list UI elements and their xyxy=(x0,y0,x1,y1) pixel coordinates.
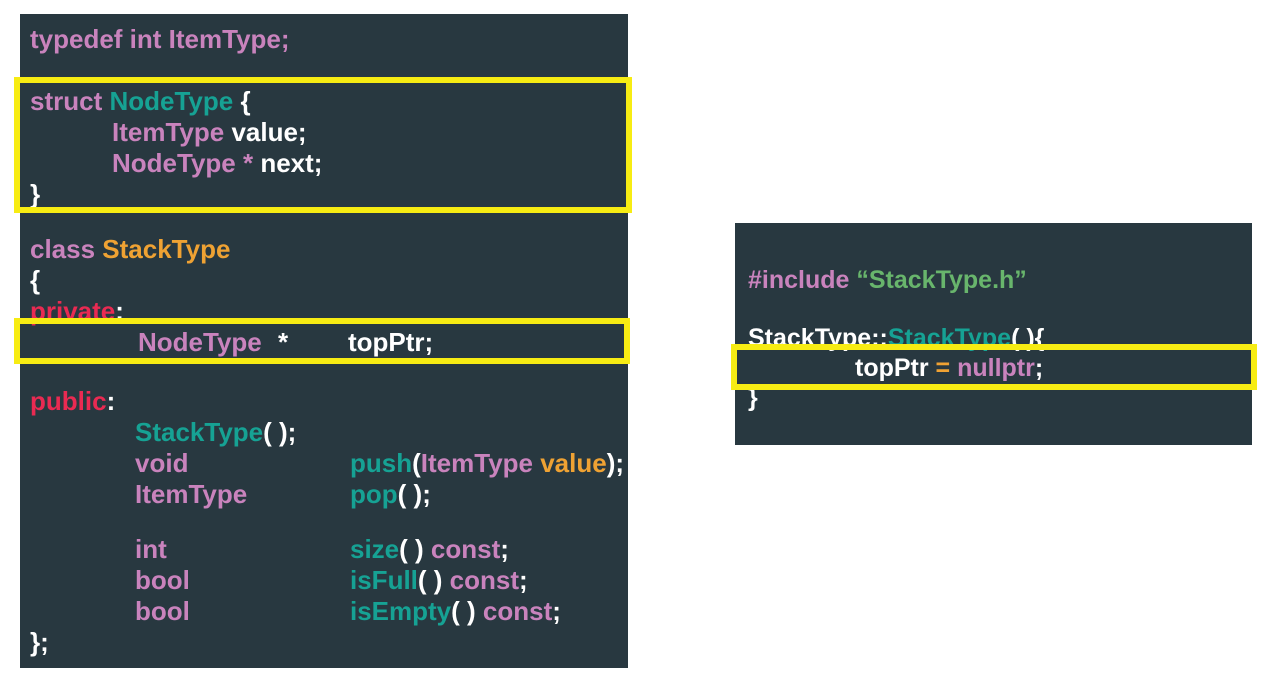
code-token: NodeType * xyxy=(112,148,261,178)
code-token: ItemType xyxy=(135,479,248,509)
code-token: private xyxy=(30,296,116,326)
code-line-size-decl: int size( ) const; xyxy=(30,534,628,565)
code-line-constructor-close: } xyxy=(748,383,1252,413)
source-file-code-block: #include “StackType.h”StackType::StackTy… xyxy=(735,223,1252,445)
code-token: } xyxy=(748,384,758,412)
code-line-blank xyxy=(30,55,628,86)
code-token: ItemType xyxy=(112,117,232,147)
code-line-class-open: { xyxy=(30,265,628,296)
code-token: ItemType xyxy=(420,448,541,478)
code-token: ( ){ xyxy=(1011,324,1045,352)
code-token: StackType xyxy=(887,324,1012,352)
code-token: const xyxy=(430,534,501,564)
code-token: bool xyxy=(135,565,190,595)
code-token: class xyxy=(30,234,103,264)
code-line-public-label: public: xyxy=(30,386,628,417)
code-token: #include xyxy=(748,266,857,294)
code-token: }; xyxy=(30,627,49,657)
code-token: ( ); xyxy=(397,479,431,509)
code-token: ( ) xyxy=(399,534,431,564)
code-line-blank xyxy=(30,210,628,234)
code-token: = xyxy=(935,354,958,382)
code-token: void xyxy=(135,448,189,478)
code-line-include: #include “StackType.h” xyxy=(748,265,1252,295)
code-token: topPtr xyxy=(855,354,936,382)
code-token: ; xyxy=(552,596,561,626)
code-line-struct-close: } xyxy=(30,179,628,210)
code-line-field-next: NodeType * next; xyxy=(30,148,628,179)
code-line-class-close: }; xyxy=(30,627,628,658)
code-token: StackType xyxy=(135,417,264,447)
code-token: struct xyxy=(30,86,110,116)
code-line-member-topptr: NodeType * topPtr; xyxy=(30,327,628,358)
code-token: ); xyxy=(606,448,625,478)
code-token: “StackType.h” xyxy=(856,266,1027,294)
code-token: ; xyxy=(519,565,528,595)
code-token: int xyxy=(135,534,167,564)
code-token: ( ) xyxy=(451,596,483,626)
code-line-private-label: private: xyxy=(30,296,628,327)
code-token: public xyxy=(30,386,107,416)
code-token: nullptr xyxy=(957,354,1035,382)
code-token: : xyxy=(115,296,124,326)
code-line-constructor-decl: StackType( ); xyxy=(30,417,628,448)
code-line-blank xyxy=(30,358,628,386)
code-line-typedef: typedef int ItemType; xyxy=(30,24,628,55)
code-line-constructor-def: StackType::StackType( ){ xyxy=(748,323,1252,353)
code-token: { xyxy=(30,265,41,295)
code-line-isfull-decl: bool isFull( ) const; xyxy=(30,565,628,596)
code-token: ; xyxy=(1034,354,1044,382)
code-token: typedef int ItemType; xyxy=(30,24,290,54)
code-token: ( ) xyxy=(417,565,450,595)
code-token: StackType:: xyxy=(748,324,888,352)
code-token: * xyxy=(278,327,289,357)
code-token: const xyxy=(482,596,553,626)
code-token: value; xyxy=(231,117,307,147)
code-token: NodeType xyxy=(109,86,241,116)
code-token: isFull xyxy=(350,565,418,595)
code-token: const xyxy=(449,565,520,595)
code-token: push xyxy=(350,448,413,478)
header-file-code-block: typedef int ItemType;struct NodeType {It… xyxy=(20,14,628,668)
code-token: isEmpty xyxy=(350,596,452,626)
code-line-blank xyxy=(30,510,628,534)
code-token: : xyxy=(106,386,116,416)
code-token: pop xyxy=(350,479,398,509)
code-token: bool xyxy=(135,596,190,626)
code-token: StackType xyxy=(102,234,231,264)
code-token: ( ); xyxy=(263,417,297,447)
code-line-struct-open: struct NodeType { xyxy=(30,86,628,117)
code-token: value xyxy=(540,448,607,478)
code-token: next; xyxy=(260,148,323,178)
code-line-assign-topptr: topPtr = nullptr; xyxy=(748,353,1252,383)
code-line-pop-decl: ItemType pop( ); xyxy=(30,479,628,510)
code-line-isempty-decl: bool isEmpty( ) const; xyxy=(30,596,628,627)
code-token: size xyxy=(350,534,400,564)
code-line-class-decl: class StackType xyxy=(30,234,628,265)
code-token: ; xyxy=(500,534,509,564)
code-token: topPtr; xyxy=(348,327,434,357)
code-line-push-decl: void push(ItemType value); xyxy=(30,448,628,479)
code-line-blank xyxy=(748,295,1252,323)
code-token: { xyxy=(240,86,251,116)
code-token: NodeType xyxy=(138,327,262,357)
code-token: ( xyxy=(412,448,421,478)
code-token: } xyxy=(30,179,41,209)
code-line-field-value: ItemType value; xyxy=(30,117,628,148)
